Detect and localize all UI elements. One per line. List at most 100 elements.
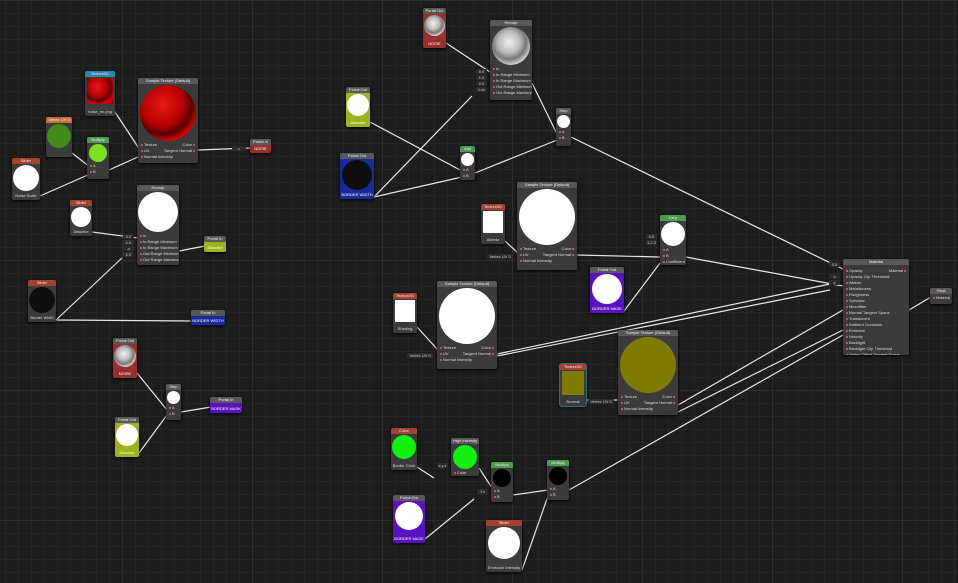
input-port[interactable]: UV [519,252,529,258]
port-dot[interactable] [494,489,496,492]
input-port[interactable]: Specular [845,298,865,304]
input-value-field[interactable]: 0.0 [123,234,134,239]
port-dot[interactable] [520,253,522,256]
input-port[interactable]: Roughness [845,292,869,298]
input-port[interactable]: A [662,247,669,253]
input-value-field[interactable]: y [829,280,840,285]
port-dot[interactable] [559,130,561,133]
uv-input[interactable]: Vertex UV 0 [588,399,614,404]
input-port[interactable]: Out Range Maximum [492,90,532,96]
port-dot[interactable] [493,73,495,76]
port-dot[interactable] [169,412,171,415]
input-port[interactable]: In Range Minimum [492,72,530,78]
input-port[interactable]: A [558,129,565,135]
input-port[interactable]: Out Range Minimum [139,251,179,257]
input-value-field[interactable]: x [829,274,840,279]
port-dot[interactable] [663,260,665,263]
input-value-field[interactable]: 0.0 [476,69,487,74]
input-port[interactable]: Microfiber [845,304,867,310]
input-value-field[interactable]: 0.0 [476,81,487,86]
port-dot[interactable] [933,296,935,299]
port-dot[interactable] [193,143,195,146]
port-dot[interactable] [846,347,848,350]
input-port[interactable]: B [662,253,669,259]
input-port[interactable]: In Range Maximum [139,245,178,251]
input-port[interactable]: B [558,135,565,141]
input-port[interactable]: Texture [519,246,536,252]
input-port[interactable]: B [462,173,469,179]
port-dot[interactable] [463,174,465,177]
port-dot[interactable] [550,493,552,496]
output-port[interactable]: Color [481,345,495,351]
output-port[interactable]: Material [889,268,907,274]
input-port[interactable]: Normal Intensity [140,154,173,160]
input-port[interactable]: Material [932,295,950,301]
input-port[interactable]: In Range Maximum [492,78,531,84]
port-dot[interactable] [846,323,848,326]
input-port[interactable]: A [493,488,500,494]
port-dot[interactable] [90,170,92,173]
port-dot[interactable] [673,401,675,404]
port-dot[interactable] [493,79,495,82]
port-dot[interactable] [493,67,495,70]
port-dot[interactable] [141,149,143,152]
port-dot[interactable] [572,247,574,250]
input-port[interactable]: UV [140,148,150,154]
port-dot[interactable] [520,259,522,262]
port-dot[interactable] [673,395,675,398]
port-dot[interactable] [493,85,495,88]
port-dot[interactable] [663,254,665,257]
port-dot[interactable] [904,269,906,272]
input-port[interactable]: A [168,405,175,411]
port-dot[interactable] [846,317,848,320]
input-port[interactable]: Out Range Minimum [492,84,532,90]
input-port[interactable]: Color [453,470,467,476]
input-port[interactable]: B [89,169,96,175]
uv-input[interactable]: Vertex UV 0 [407,353,433,358]
input-port[interactable]: Backlight [845,340,865,346]
input-port[interactable]: Texture [439,345,456,351]
port-dot[interactable] [454,471,456,474]
port-dot[interactable] [663,248,665,251]
input-port[interactable]: In [492,66,499,72]
portal-input-value[interactable]: x [232,146,246,151]
output-port[interactable]: Color [561,246,575,252]
port-dot[interactable] [846,329,848,332]
port-dot[interactable] [169,406,171,409]
port-dot[interactable] [141,143,143,146]
input-value-field[interactable]: x,y,z [437,463,448,468]
input-port[interactable]: In [139,233,146,239]
input-value-field[interactable]: 0.0 [646,234,657,239]
output-port[interactable]: Tangent Normal [644,400,676,406]
port-dot[interactable] [621,407,623,410]
input-value-field[interactable]: 1.xx [476,87,487,92]
port-dot[interactable] [140,234,142,237]
output-port[interactable]: Tangent Normal [463,351,495,357]
input-port[interactable]: UV [439,351,449,357]
input-port[interactable]: Albedo [845,280,861,286]
port-dot[interactable] [846,335,848,338]
input-value-field[interactable]: 0.5 [829,262,840,267]
port-dot[interactable] [140,246,142,249]
port-dot[interactable] [846,299,848,302]
input-value-field[interactable]: 1.0 [476,75,487,80]
